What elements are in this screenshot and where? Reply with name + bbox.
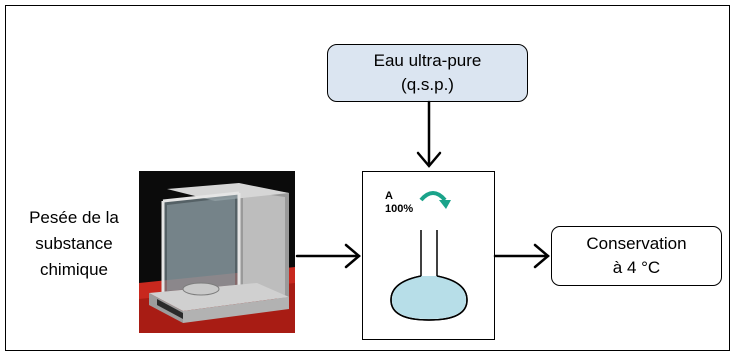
flask-drawing [390, 191, 468, 321]
water-source-line2: (q.s.p.) [401, 75, 454, 94]
weighing-label-line2: substance [35, 234, 113, 253]
flask-label-a: A [385, 190, 393, 202]
water-source-box: Eau ultra-pure (q.s.p.) [327, 44, 528, 102]
flask-label-percent: 100% [385, 203, 414, 215]
weighing-label-line1: Pesée de la [29, 208, 119, 227]
conservation-box: Conservation à 4 °C [551, 226, 722, 286]
arrow-balance-to-flask [295, 243, 361, 269]
conservation-line1: Conservation [586, 234, 687, 253]
weighing-label: Pesée de la substance chimique [18, 205, 130, 283]
conservation-line2: à 4 °C [612, 258, 661, 277]
volumetric-flask-panel: A 100% [362, 171, 495, 340]
weighing-label-line3: chimique [39, 260, 109, 279]
arrow-water-to-flask [416, 100, 442, 168]
volumetric-flask-icon [390, 230, 468, 321]
analytical-balance-image [139, 171, 295, 333]
water-source-line1: Eau ultra-pure [373, 51, 482, 70]
curved-arrow-icon [419, 191, 451, 209]
arrow-flask-to-conservation [493, 243, 550, 269]
